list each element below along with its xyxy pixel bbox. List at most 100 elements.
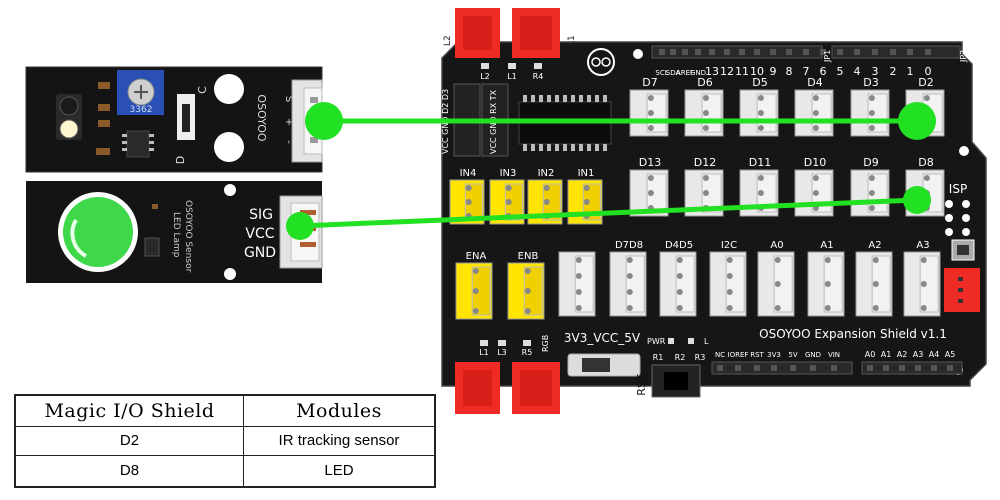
analog-pin-a3: A3 bbox=[913, 350, 924, 359]
table-header-shield: Magic I/O Shield bbox=[16, 396, 244, 426]
table-cell-pin: D8 bbox=[16, 455, 244, 486]
label-a2: A2 bbox=[868, 240, 881, 251]
power-pin-vin: VIN bbox=[828, 351, 840, 359]
status-led-r4: R4 bbox=[533, 72, 544, 81]
power-pin-3v3: 3V3 bbox=[767, 351, 781, 359]
isp-header bbox=[945, 200, 970, 236]
connection-table: Magic I/O Shield Modules D2 IR tracking … bbox=[14, 394, 436, 488]
led-pin-sig: SIG bbox=[249, 207, 273, 223]
header-pin-gnd: GND bbox=[690, 69, 706, 77]
connector-row3-3 bbox=[709, 251, 747, 317]
connector-row3-1 bbox=[609, 251, 647, 317]
label-d12: D12 bbox=[694, 156, 716, 169]
shield-title: OSOYOO Expansion Shield v1.1 bbox=[759, 327, 947, 341]
led-pin-vcc: VCC bbox=[245, 226, 274, 242]
jp2-label: JP2 bbox=[959, 50, 968, 63]
bottom-led-l3: L3 bbox=[497, 348, 507, 357]
label-in4: IN4 bbox=[460, 168, 477, 179]
label-in2: IN2 bbox=[538, 168, 555, 179]
header-pin-8: 8 bbox=[786, 65, 793, 78]
pwr-l-label: L bbox=[704, 337, 709, 346]
wire-end-led bbox=[286, 212, 314, 240]
connector-d4 bbox=[794, 89, 834, 137]
label-d2: D2 bbox=[918, 76, 933, 89]
bottom-led-r5: R5 bbox=[522, 348, 533, 357]
status-led-l1: L1 bbox=[507, 72, 517, 81]
header-pin-4: 4 bbox=[854, 65, 861, 78]
label-in3: IN3 bbox=[500, 168, 517, 179]
header-pin-5: 5 bbox=[837, 65, 844, 78]
connector-d10 bbox=[794, 169, 834, 217]
table-cell-module: IR tracking sensor bbox=[278, 432, 400, 449]
header-pin-scl: SCL bbox=[655, 69, 668, 77]
connector-row3-7 bbox=[903, 251, 941, 317]
resistor-r1: R1 bbox=[653, 353, 664, 362]
rgb-label: RGB bbox=[541, 335, 550, 352]
label-a3: A3 bbox=[916, 240, 929, 251]
connector-row3-4 bbox=[757, 251, 795, 317]
table-row: D8 LED bbox=[16, 455, 434, 486]
header-pin-11: 11 bbox=[735, 65, 749, 78]
header-pin-0: 0 bbox=[925, 65, 932, 78]
rst-label: RST bbox=[635, 374, 648, 396]
connector-d9 bbox=[850, 169, 890, 217]
connector-d3 bbox=[850, 89, 890, 137]
connector-row3-2 bbox=[659, 251, 697, 317]
label-d6: D6 bbox=[697, 76, 712, 89]
label-d10: D10 bbox=[804, 156, 826, 169]
pot-label: 3362 bbox=[130, 105, 153, 115]
reset-button: RST bbox=[635, 364, 701, 398]
power-pin-rst: RST bbox=[750, 351, 764, 359]
header-pin-aref: AREF bbox=[676, 69, 694, 77]
table-header-row: Magic I/O Shield Modules bbox=[16, 396, 434, 427]
ir-tracking-sensor-module: 3362 C D OSOYOO S + - bbox=[25, 66, 323, 173]
wire-led-to-d8 bbox=[299, 197, 918, 229]
table-cell-module: LED bbox=[324, 462, 354, 479]
table-cell-pin: D2 bbox=[16, 426, 244, 455]
label-d5: D5 bbox=[752, 76, 767, 89]
power-pin-nc: NC bbox=[715, 351, 725, 359]
label-d8: D8 bbox=[918, 156, 933, 169]
analog-pin-a5: A5 bbox=[945, 350, 956, 359]
analog-pin-a1: A1 bbox=[881, 350, 892, 359]
pwr-label: PWR bbox=[647, 337, 666, 346]
label-d11: D11 bbox=[749, 156, 771, 169]
bottom-led-l1: L1 bbox=[479, 348, 489, 357]
label-d9: D9 bbox=[863, 156, 878, 169]
connector-d6 bbox=[684, 89, 724, 137]
ir-brand: OSOYOO bbox=[255, 94, 268, 141]
header-pin-1: 1 bbox=[907, 65, 914, 78]
led-side-text-2: LED Lamp bbox=[171, 212, 181, 258]
header-pin-2: 2 bbox=[890, 65, 897, 78]
header-pin-10: 10 bbox=[750, 65, 764, 78]
label-d7: D7 bbox=[642, 76, 657, 89]
led-module: OSOYOO Sensor LED Lamp SIG VCC GND bbox=[26, 181, 323, 283]
potentiometer: 3362 bbox=[117, 70, 164, 115]
analog-pin-a0: A0 bbox=[865, 350, 876, 359]
ir-pin-minus: - bbox=[283, 140, 294, 144]
label-d3: D3 bbox=[863, 76, 878, 89]
power-pin-5v: 5V bbox=[788, 351, 797, 359]
analog-pin-a4: A4 bbox=[929, 350, 940, 359]
voltage-label: 3V3_VCC_5V bbox=[564, 331, 641, 345]
label-in1: IN1 bbox=[578, 168, 595, 179]
resistor-r2: R2 bbox=[675, 353, 686, 362]
connector-d7 bbox=[629, 89, 669, 137]
top-label-l2: L2 bbox=[443, 35, 453, 46]
wire-end-d2 bbox=[898, 102, 936, 140]
jp1-label: JP1 bbox=[823, 50, 832, 63]
power-pin-gnd: GND bbox=[805, 351, 821, 359]
osoyoo-logo bbox=[587, 48, 615, 76]
label-d4d5: D4D5 bbox=[665, 240, 693, 251]
ir-label-c: C bbox=[196, 86, 209, 94]
top-red-connectors: L2 L1 bbox=[443, 8, 577, 58]
label-enb: ENB bbox=[518, 251, 539, 262]
connector-row3-0 bbox=[558, 251, 596, 317]
power-pin-ioref: IOREF bbox=[728, 351, 749, 359]
header-pin-7: 7 bbox=[803, 65, 810, 78]
label-d7d8: D7D8 bbox=[615, 240, 643, 251]
table-row: D2 IR tracking sensor bbox=[16, 426, 434, 456]
